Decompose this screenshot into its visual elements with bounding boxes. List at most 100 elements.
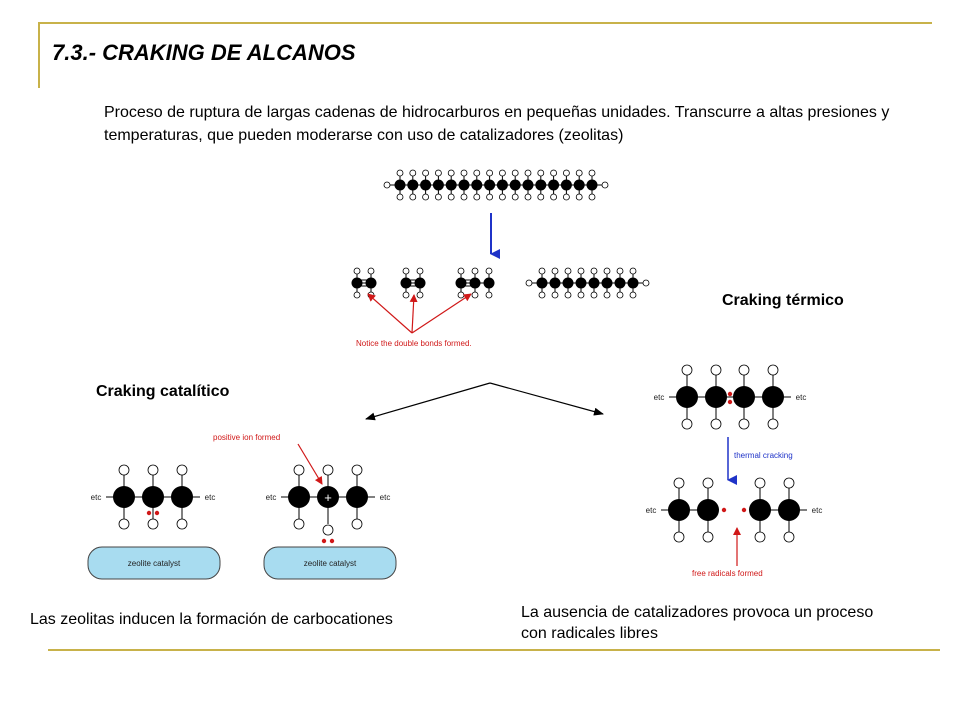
- hydrogen-atom: [322, 524, 334, 536]
- hydrogen-atom: [176, 464, 188, 476]
- hydrogen-atom: [563, 193, 570, 201]
- carbon-atom: [536, 277, 548, 289]
- hydrogen-atom: [511, 169, 519, 177]
- carbon-atom: [365, 277, 377, 289]
- carbon-atom: [420, 179, 432, 191]
- catalytic-molecule-after: etc etc +: [266, 464, 391, 544]
- carbon-atom: [142, 486, 164, 508]
- electron-dot: [329, 538, 335, 544]
- carbon-atom: [471, 179, 483, 191]
- zeolite-catalyst-right: [263, 546, 397, 580]
- carbon-atom: [762, 386, 784, 408]
- hydrogen-atom: [754, 477, 766, 489]
- hydrogen-atom: [588, 193, 596, 201]
- carbon-atom: [586, 179, 598, 191]
- hydrogen-atom: [629, 291, 637, 299]
- long-alkane-chain: [383, 169, 609, 201]
- electron-dot: [154, 510, 160, 516]
- hydrogen-atom: [118, 518, 130, 530]
- electron-dot: [146, 510, 152, 516]
- carbon-atom: [351, 277, 363, 289]
- carbon-atom: [573, 179, 585, 191]
- zeolite-catalyst-left: [87, 546, 221, 580]
- zeolite-label-right: zeolite catalyst: [304, 559, 357, 568]
- hydrogen-atom: [434, 169, 442, 177]
- hydrogen-atom: [147, 464, 159, 476]
- hydrogen-atom: [416, 291, 424, 299]
- hydrogen-atom: [351, 518, 363, 530]
- hydrogen-atom: [616, 291, 624, 299]
- electron-dot: [321, 538, 327, 544]
- positive-ion-arrow: [297, 443, 323, 485]
- hydrogen-atom: [351, 464, 363, 476]
- carbon-atom: [522, 179, 534, 191]
- branch-arrows: [365, 382, 604, 421]
- hydrogen-atom: [738, 364, 750, 376]
- hydrogen-atom: [409, 169, 417, 177]
- hydrogen-atom: [590, 291, 598, 299]
- hydrogen-atom: [537, 169, 545, 177]
- positive-charge: +: [324, 490, 332, 505]
- carbon-atom: [548, 179, 560, 191]
- hydrogen-atom: [471, 291, 479, 299]
- hydrogen-atom: [524, 169, 532, 177]
- intro-text: Proceso de ruptura de largas cadenas de …: [104, 104, 890, 144]
- positive-ion-label: positive ion formed: [213, 433, 280, 442]
- hydrogen-atom: [322, 464, 334, 476]
- hydrogen-atom: [754, 531, 766, 543]
- page-title: 7.3.- CRAKING DE ALCANOS: [52, 40, 356, 65]
- hydrogen-atom: [409, 193, 417, 201]
- hydrogen-atom: [767, 418, 779, 430]
- hydrogen-atom: [537, 193, 545, 201]
- hydrogen-atom: [702, 531, 714, 543]
- hydrogen-atom: [577, 267, 585, 275]
- hydrogen-atom: [590, 267, 598, 275]
- carbon-atom: [346, 486, 368, 508]
- carbon-atom: [562, 277, 574, 289]
- hydrogen-atom: [176, 518, 188, 530]
- hydrogen-atom: [460, 169, 468, 177]
- hydrogen-atom: [702, 477, 714, 489]
- hydrogen-atom: [511, 193, 519, 201]
- hydrogen-atom: [551, 291, 559, 299]
- carbon-atom: [749, 499, 771, 521]
- hydrogen-atom: [673, 531, 685, 543]
- hydrogen-atom: [681, 364, 693, 376]
- hydrogen-atom: [460, 193, 468, 201]
- hydrogen-atom: [473, 169, 481, 177]
- electron-dot: [727, 399, 733, 405]
- carbon-atom: [394, 179, 406, 191]
- free-radicals-label: free radicals formed: [692, 569, 763, 578]
- hydrogen-atom: [498, 169, 506, 177]
- hydrogen-atom: [447, 193, 455, 201]
- hydrogen-atom: [485, 291, 493, 299]
- hydrogen-atom: [293, 518, 305, 530]
- etc-label: etc: [266, 493, 277, 502]
- carbon-atom: [560, 179, 572, 191]
- hydrogen-atom: [353, 267, 361, 275]
- carbon-atom: [668, 499, 690, 521]
- hydrogen-atom: [457, 291, 465, 299]
- carbon-atom: [113, 486, 135, 508]
- etc-label: etc: [380, 493, 391, 502]
- carbon-atom: [705, 386, 727, 408]
- hydrogen-atom: [434, 193, 442, 201]
- carbon-atom: [509, 179, 521, 191]
- carbon-atom: [496, 179, 508, 191]
- hydrogen-atom: [525, 279, 533, 287]
- hydrogen-atom: [601, 181, 609, 189]
- hydrogen-atom: [498, 193, 506, 201]
- hydrogen-atom: [550, 169, 557, 177]
- carbon-atom: [445, 179, 457, 191]
- hydrogen-atom: [588, 169, 596, 177]
- hydrogen-atom: [710, 364, 722, 376]
- carbon-atom: [432, 179, 444, 191]
- hydrogen-atom: [783, 531, 795, 543]
- hydrogen-atom: [422, 193, 430, 201]
- hydrogen-atom: [471, 267, 479, 275]
- carbon-atom: [588, 277, 600, 289]
- hydrogen-atom: [603, 291, 611, 299]
- thermal-caption: La ausencia de catalizadores provoca un …: [521, 604, 874, 642]
- hydrogen-atom: [367, 267, 375, 275]
